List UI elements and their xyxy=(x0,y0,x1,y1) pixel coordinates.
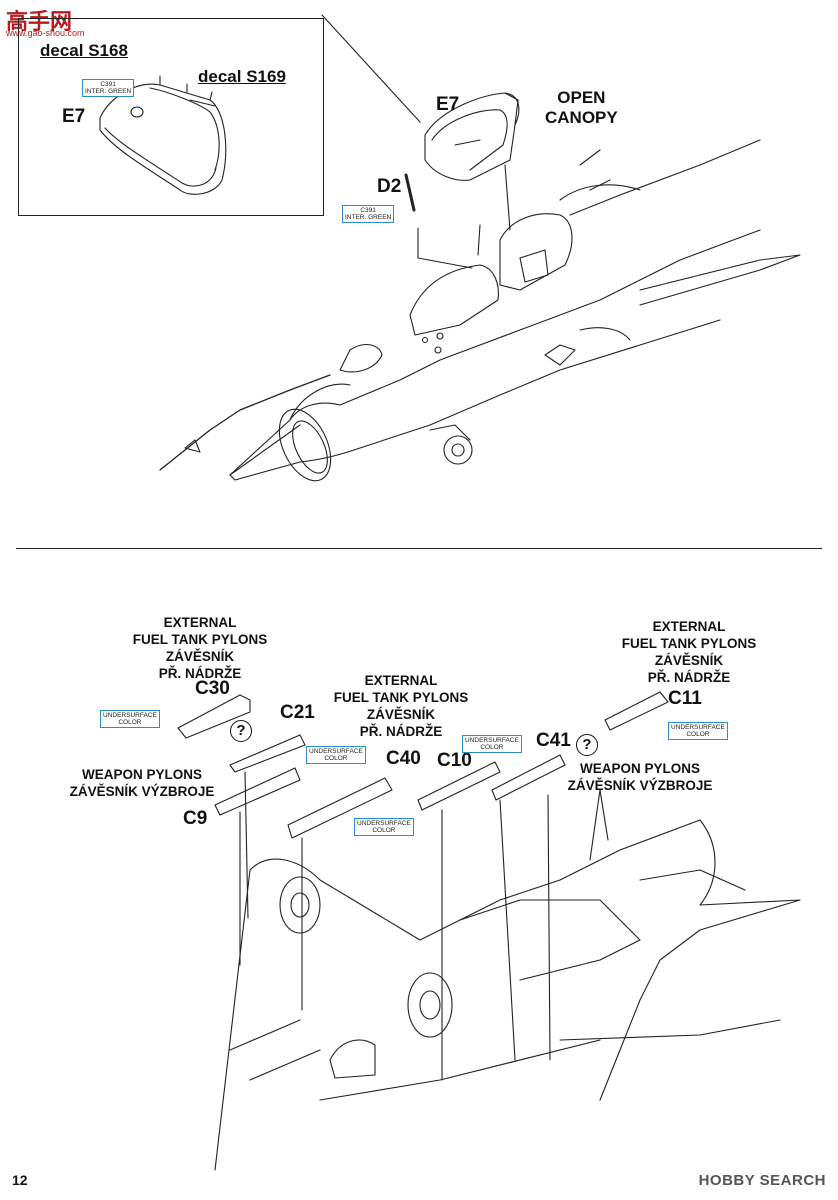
decal-s168-label: decal S168 xyxy=(40,41,128,60)
undersurface-tag-c11: UNDERSURFACE COLOR xyxy=(668,722,728,740)
right-weapon-pylon-header: WEAPON PYLONS ZÁVĚSNÍK VÝZBROJE xyxy=(560,760,720,794)
undersurface-line1: UNDERSURFACE xyxy=(671,724,725,731)
undersurface-line2: COLOR xyxy=(118,719,142,726)
left-weapon-line1: WEAPON PYLONS xyxy=(81,767,202,782)
part-c10-label: C10 xyxy=(437,750,472,771)
inset-paint-code: C391 xyxy=(100,81,116,88)
right-header-line3: ZÁVĚSNÍK xyxy=(654,653,724,668)
undersurface-line2: COLOR xyxy=(324,755,348,762)
inset-paint-name: INTER. GREEN xyxy=(85,88,132,95)
paint-name: INTER. GREEN xyxy=(345,214,392,221)
watermark-url: www.gao-shou.com xyxy=(6,28,85,38)
center-fuel-pylon-header: EXTERNAL FUEL TANK PYLONS ZÁVĚSNÍK PŘ. N… xyxy=(326,672,476,740)
right-fuel-pylon-header: EXTERNAL FUEL TANK PYLONS ZÁVĚSNÍK PŘ. N… xyxy=(614,618,764,686)
brand-watermark: HOBBY SEARCH xyxy=(698,1172,826,1189)
open-canopy-line2: CANOPY xyxy=(545,108,618,127)
left-header-line1: EXTERNAL xyxy=(163,615,237,630)
undersurface-tag-c10: UNDERSURFACE COLOR xyxy=(462,735,522,753)
underside-drawing xyxy=(177,691,801,1171)
right-header-line1: EXTERNAL xyxy=(652,619,726,634)
undersurface-tag-c21: UNDERSURFACE COLOR xyxy=(306,746,366,764)
right-weapon-line2: ZÁVĚSNÍK VÝZBROJE xyxy=(567,778,713,793)
part-e7-label: E7 xyxy=(436,94,460,115)
part-c11-label: C11 xyxy=(668,688,702,709)
part-c40-label: C40 xyxy=(386,748,421,769)
right-weapon-line1: WEAPON PYLONS xyxy=(579,761,700,776)
open-canopy-label: OPEN CANOPY xyxy=(545,88,618,128)
right-header-line2: FUEL TANK PYLONS xyxy=(621,636,757,651)
watermark-title: 高手网 xyxy=(6,9,73,34)
undersurface-line1: UNDERSURFACE xyxy=(465,737,519,744)
part-d2-label: D2 xyxy=(377,176,402,197)
top-inset-frame xyxy=(18,18,324,216)
question-icon-right: ? xyxy=(576,734,598,756)
left-weapon-pylon-header: WEAPON PYLONS ZÁVĚSNÍK VÝZBROJE xyxy=(62,766,222,800)
center-header-line3: ZÁVĚSNÍK xyxy=(366,707,436,722)
fuselage-drawing xyxy=(159,139,801,482)
undersurface-line1: UNDERSURFACE xyxy=(103,712,157,719)
part-c30-label: C30 xyxy=(195,678,230,699)
part-c9-label: C9 xyxy=(183,808,208,829)
question-icon-left: ? xyxy=(230,720,252,742)
part-c21-label: C21 xyxy=(280,702,315,723)
decal-s169-label: decal S169 xyxy=(198,67,286,86)
left-weapon-line2: ZÁVĚSNÍK VÝZBROJE xyxy=(69,784,215,799)
inset-canopy-drawing xyxy=(99,75,227,195)
bottom-section-frame xyxy=(16,548,822,1184)
undersurface-line1: UNDERSURFACE xyxy=(309,748,363,755)
right-header-line4: PŘ. NÁDRŽE xyxy=(647,670,731,685)
paint-tag: C391 INTER. GREEN xyxy=(342,205,395,223)
canopy-e7-drawing xyxy=(424,92,520,181)
undersurface-tag-c30: UNDERSURFACE COLOR xyxy=(100,710,160,728)
undersurface-tag-c40: UNDERSURFACE COLOR xyxy=(354,818,414,836)
left-header-line2: FUEL TANK PYLONS xyxy=(132,632,268,647)
center-header-line2: FUEL TANK PYLONS xyxy=(333,690,469,705)
page-number: 12 xyxy=(12,1172,28,1188)
inset-part-e7-label: E7 xyxy=(62,106,86,127)
left-fuel-pylon-header: EXTERNAL FUEL TANK PYLONS ZÁVĚSNÍK PŘ. N… xyxy=(125,614,275,682)
undersurface-line2: COLOR xyxy=(480,744,504,751)
part-c41-label: C41 xyxy=(536,730,571,751)
left-header-line4: PŘ. NÁDRŽE xyxy=(158,666,242,681)
undersurface-line2: COLOR xyxy=(686,731,710,738)
paint-code: C391 xyxy=(360,207,376,214)
open-canopy-line1: OPEN xyxy=(557,88,606,107)
center-header-line4: PŘ. NÁDRŽE xyxy=(359,724,443,739)
inset-paint-tag: C391 INTER. GREEN xyxy=(82,79,135,97)
left-header-line3: ZÁVĚSNÍK xyxy=(165,649,235,664)
undersurface-line2: COLOR xyxy=(372,827,396,834)
center-header-line1: EXTERNAL xyxy=(364,673,438,688)
undersurface-line1: UNDERSURFACE xyxy=(357,820,411,827)
